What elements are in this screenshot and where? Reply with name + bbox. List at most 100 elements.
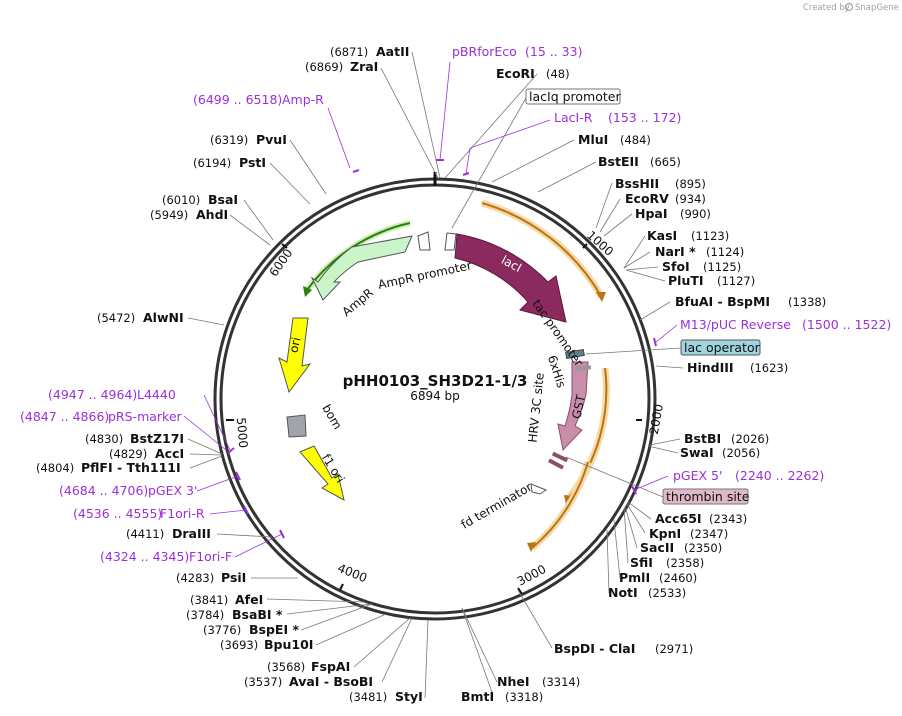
site-pos-pflfi: (4804) (36, 461, 74, 475)
site-pos-bsai: (6010) (162, 193, 200, 207)
hrv-label: HRV 3C site (526, 372, 547, 443)
ampr-promoter-label: AmpR promoter (377, 258, 473, 292)
site-name-bsabi: BsaBI * (232, 607, 283, 622)
site-name-nari: NarI * (655, 244, 696, 259)
site-pos-afei: (3841) (190, 593, 228, 607)
site-name-nhei: NheI (497, 674, 530, 689)
site-name-acc65i: Acc65I (655, 511, 702, 526)
site-pos-bmti: (3318) (505, 690, 543, 704)
site-name-bspei: BspEI * (249, 622, 299, 637)
thrombin-feature (551, 451, 569, 463)
site-name-kasi: KasI (647, 228, 677, 243)
site-pos-ecori: (48) (546, 67, 570, 81)
site-name-ecori: EcoRI (496, 66, 535, 81)
credit-prefix: Created by (803, 3, 850, 13)
primer-range-laci-r: (153 .. 172) (608, 110, 681, 125)
site-pos-fspai: (3568) (267, 660, 305, 674)
thrombin-site-label: thrombin site (666, 489, 750, 504)
primer-name-amp-r: Amp-R (282, 92, 324, 107)
fd-terminator-feature (530, 483, 548, 495)
site-pos-psii: (4283) (176, 571, 214, 585)
primer-range-f1ori-f: (4324 .. 4345) (100, 549, 189, 564)
primer-name-pgex5: pGEX 5' (673, 468, 722, 483)
primer-range-pbrforeco: (15 .. 33) (525, 44, 582, 59)
site-pos-pmli: (2460) (659, 571, 697, 585)
site-pos-noti: (2533) (648, 586, 686, 600)
lacI-orf-line (481, 202, 602, 297)
plasmid-name: pHH0103_SH3D21-1/3 (343, 372, 528, 390)
snapgene-credit: Created by SnapGene (803, 2, 899, 13)
fd-terminator-label: fd terminator (459, 480, 535, 532)
site-pos-acc65i: (2343) (709, 512, 747, 526)
ampr-label: AmpR (339, 285, 375, 319)
tick-mark-1000 (582, 243, 588, 249)
site-name-bsai: BsaI (208, 192, 238, 207)
site-name-zrai: ZraI (350, 59, 378, 74)
site-pos-bsshii: (895) (675, 177, 706, 191)
primer-name-pbrforeco: pBRforEco (452, 44, 517, 59)
hrv-feature (547, 458, 565, 470)
lacIq-promoter-arrow (444, 232, 457, 251)
site-pos-pvui: (6319) (210, 133, 248, 147)
site-name-bmti: BmtI (461, 689, 494, 704)
lacI-feature-arrow (454, 233, 567, 323)
ori-label: ori (287, 336, 304, 354)
site-pos-sfoi: (1125) (703, 260, 741, 274)
site-name-ecorv: EcoRV (625, 191, 669, 206)
site-name-psii: PsiI (221, 570, 246, 585)
primer-name-laci-r: LacI-R (554, 110, 593, 125)
site-pos-bpu10i: (3693) (220, 638, 258, 652)
ampr-orf-arrow-icon (303, 286, 312, 297)
primer-range-prs-marker: (4847 .. 4866) (20, 409, 109, 424)
primer-name-l4440: L4440 (137, 387, 176, 402)
site-name-bspdi-clai: BspDI - ClaI (554, 641, 635, 656)
sixhis-feature (574, 365, 592, 371)
site-name-bstz17i: BstZ17I (130, 431, 184, 446)
f1ori-feature-arrow (299, 445, 345, 501)
site-name-hindiii: HindIII (687, 360, 734, 375)
sixhis-label: 6xHis (545, 353, 569, 389)
site-name-sfoi: SfoI (662, 259, 690, 274)
site-pos-bstz17i: (4830) (85, 432, 123, 446)
site-pos-ahdi: (5949) (150, 208, 188, 222)
site-name-afei: AfeI (235, 592, 263, 607)
site-name-psti: PstI (239, 155, 266, 170)
site-pos-bspdi-clai: (2971) (655, 642, 693, 656)
ampr-feature-arrow (310, 235, 413, 301)
site-pos-nari: (1124) (706, 245, 744, 259)
site-pos-nhei: (3314) (542, 675, 580, 689)
site-pos-ecorv: (934) (675, 192, 706, 206)
primer-name-m13puc-reverse: M13/pUC Reverse (680, 317, 791, 332)
site-name-bpu10i: Bpu10I (264, 637, 313, 652)
site-name-sfii: SfiI (630, 555, 653, 570)
bom-feature (286, 414, 307, 438)
snapgene-logo-icon (844, 2, 854, 12)
site-pos-alwni: (5472) (97, 311, 135, 325)
site-name-pmli: PmlI (619, 570, 650, 585)
site-pos-bsteii: (665) (650, 155, 681, 169)
orf3-line (531, 461, 589, 549)
tick-mark-3000 (517, 587, 523, 595)
site-name-bfuai-bspmi: BfuAI - BspMI (675, 294, 770, 309)
site-pos-bstbi: (2026) (731, 432, 769, 446)
tick-label-2000: 2000 (647, 403, 666, 436)
boxed-labels: lacIq promoter lac operator thrombin sit… (451, 88, 761, 505)
site-name-hpai: HpaI (635, 206, 668, 221)
site-pos-bsabi: (3784) (186, 608, 224, 622)
site-name-styi: StyI (395, 689, 423, 704)
orf3-arrow-icon (527, 542, 536, 552)
ori-feature-arrow (278, 317, 312, 394)
lac-operator-feature (565, 349, 585, 359)
lacIq-promoter-label: lacIq promoter (529, 89, 621, 104)
site-pos-bspei: (3776) (203, 623, 241, 637)
site-pos-aatii: (6871) (330, 45, 368, 59)
primer-range-m13puc-reverse: (1500 .. 1522) (802, 317, 891, 332)
site-pos-draiii: (4411) (126, 527, 164, 541)
bom-label: bom (319, 402, 344, 432)
site-name-bsshii: BssHII (615, 176, 659, 191)
orf3-arc (529, 461, 592, 551)
lacIq-promoter-box (525, 88, 621, 105)
site-name-swai: SwaI (680, 445, 714, 460)
site-pos-styi: (3481) (349, 690, 387, 704)
